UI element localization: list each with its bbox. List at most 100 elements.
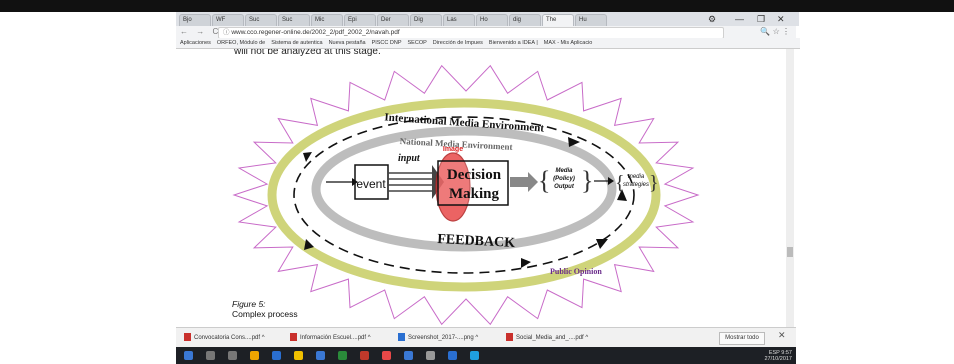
taskbar-app-icon[interactable] [360,351,369,360]
show-all-button[interactable]: Mostrar todo [719,332,765,345]
strategy-brace-right: } [649,172,659,194]
event-box [354,164,389,200]
taskbar-app-icon[interactable] [316,351,325,360]
input-label: input [398,153,421,164]
download-item[interactable]: Screenshot_2017-....png ^ [398,331,478,345]
browser-tab[interactable]: WF [212,14,244,26]
output-arrow [510,172,538,192]
feedback-label: FEEDBACK [437,232,516,251]
download-filename: Screenshot_2017-....png [408,335,474,341]
browser-tab[interactable]: The [542,14,574,26]
bookmark-item[interactable]: MAX - Mis Aplicacio [543,40,593,46]
taskbar-app-icon[interactable] [272,351,281,360]
nav-buttons[interactable]: ← → C [180,27,222,36]
media-output-line2: (Policy) [553,176,575,182]
input-arrows [388,172,432,192]
media-strategies-line2: strategies [623,182,649,188]
loop-arrowhead [304,239,314,250]
loop-arrowhead [303,152,312,162]
browser-tab[interactable]: Mic [311,14,343,26]
taskbar-app-icon[interactable] [448,351,457,360]
left-margin [0,12,176,364]
url-text: www.cco.regener-online.de/2002_2/pdf_200… [231,29,400,36]
address-bar: ← → C ⓘ www.cco.regener-online.de/2002_2… [176,26,796,39]
taskbar-app-icon[interactable] [228,351,237,360]
downloads-close-icon[interactable]: ✕ [778,330,786,340]
browser-tab[interactable]: Der [377,14,409,26]
figure-caption: Figure 5: Complex process [232,299,298,319]
media-output-line3: Output [554,184,575,190]
event-label: event [356,177,386,191]
download-filename: Social_Media_and_....pdf [516,335,584,341]
taskbar-app-icon[interactable] [426,351,435,360]
output-brace-left: { [538,166,550,195]
loop-arrowhead [568,137,580,147]
bookmark-item[interactable]: PISCC DNP [371,40,402,46]
making-label: Making [449,186,500,202]
chevron-up-icon[interactable]: ^ [583,335,589,341]
system-tray[interactable]: ESP 9:57 27/10/2017 [764,350,792,362]
vertical-scrollbar[interactable] [786,49,794,327]
browser-tab[interactable]: Ho [476,14,508,26]
browser-tab[interactable]: Dig [410,14,442,26]
browser-tab[interactable]: Epi [344,14,376,26]
bookmark-item[interactable]: ORFEO, Módulo de [216,40,266,46]
browser-tab[interactable]: Hu [575,14,607,26]
figure-caption-label: Figure 5: [232,299,266,309]
bookmark-item[interactable]: Nueva pestaña [328,40,366,46]
pdf-file-icon [506,333,513,342]
download-item[interactable]: Convocatoria Cons....pdf ^ [184,331,265,345]
taskbar-app-icon[interactable] [294,351,303,360]
scroll-thumb[interactable] [787,247,793,257]
top-border [0,0,954,12]
browser-tab[interactable]: dig [509,14,541,26]
browser-tab[interactable]: Suc [278,14,310,26]
taskbar-app-icon[interactable] [338,351,347,360]
addr-actions[interactable]: 🔍 ☆ ⋮ [760,27,790,36]
download-item[interactable]: Social_Media_and_....pdf ^ [506,331,588,345]
decision-label: Decision [447,167,502,183]
tray-date: 27/10/2017 [764,356,792,362]
close-window-button[interactable]: ✕ [777,14,785,24]
public-opinion-starburst [232,64,700,326]
taskbar-app-icon[interactable] [382,351,391,360]
taskbar-app-icon[interactable] [250,351,259,360]
figure-diagram: International Media Environment National… [232,64,700,326]
settings-icon[interactable]: ⚙ [708,14,717,24]
chevron-up-icon[interactable]: ^ [473,335,479,341]
strategy-arrowhead [608,177,614,185]
browser-tab[interactable]: Las [443,14,475,26]
bookmark-item[interactable]: Sistema de autentica [271,40,323,46]
chevron-up-icon[interactable]: ^ [366,335,371,341]
media-output-line1: Media [555,168,573,174]
tray-lang[interactable]: ESP [768,350,780,356]
maximize-button[interactable]: ❐ [757,14,766,24]
download-item[interactable]: Información Escuel....pdf ^ [290,331,371,345]
downloads-bar: Convocatoria Cons....pdf ^ Información Es… [176,327,796,348]
image-label: Image [443,146,463,153]
bookmark-item[interactable]: Aplicaciones [180,40,211,46]
tray-time: 9:57 [781,350,792,356]
output-brace-right: } [581,166,593,195]
minimize-button[interactable]: — [735,14,744,24]
taskbar-app-icon[interactable] [470,351,479,360]
taskbar-app-icon[interactable] [184,351,193,360]
right-margin [796,12,954,364]
bookmark-item[interactable]: Dirección de Impues [432,40,483,46]
pdf-file-icon [290,333,297,342]
bookmark-item[interactable]: SECOP [407,40,427,46]
image-file-icon [398,333,405,342]
taskbar-app-icon[interactable] [206,351,215,360]
bookmark-item[interactable]: Bienvenido a IDEA | [488,40,538,46]
chevron-up-icon[interactable]: ^ [260,335,265,341]
taskbar-app-icon[interactable] [404,351,413,360]
image-ellipse [435,152,471,222]
loop-arrowhead [521,258,531,268]
public-opinion-label: Public Opinion [550,267,602,276]
browser-tab[interactable]: Bjo [179,14,211,26]
media-strategies-line1: media [628,174,645,180]
browser-tab[interactable]: Suc [245,14,277,26]
loop-arrowhead [596,239,608,249]
